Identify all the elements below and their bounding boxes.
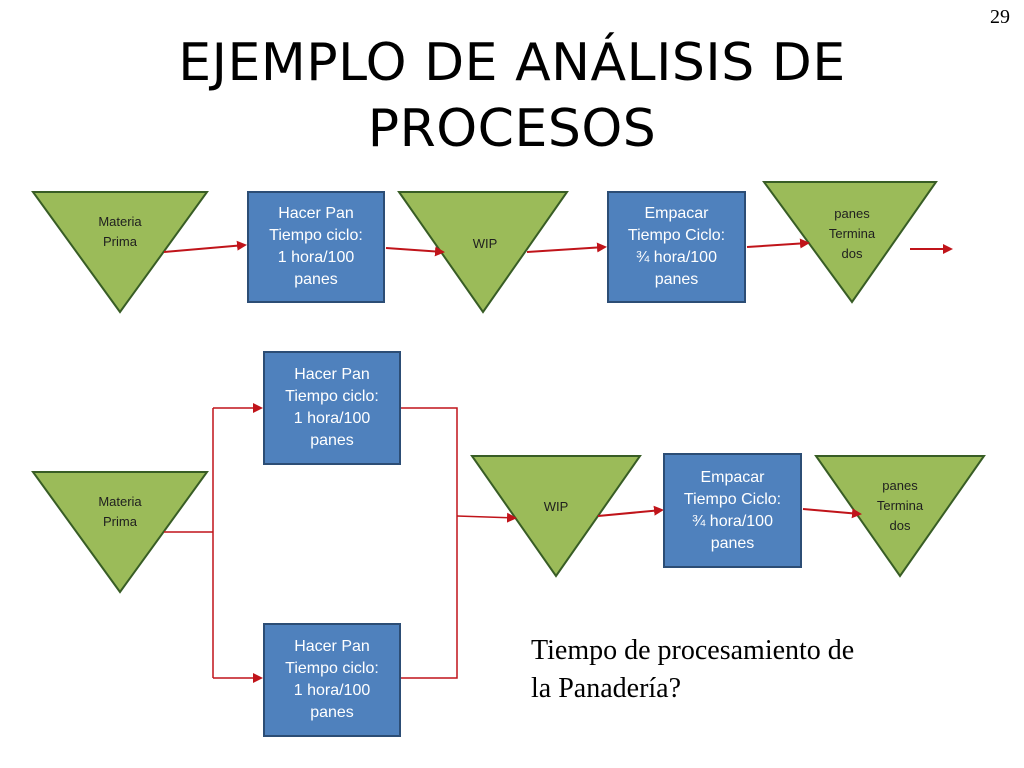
top-hacer-pan-line-3: 1 hora/100 [277,249,355,266]
bottom-empacar-box: Empacar Tiempo Ciclo: ¾ hora/100 panes [663,453,802,568]
bottom-arrow-wip-to-empacar [597,505,664,517]
top-arrow-empacar-to-terminados [746,238,810,249]
top-hacer-pan-line-2: Tiempo ciclo: [269,227,363,244]
bottom-materia-prima-triangle [31,471,209,594]
slide-title-line-1: EJEMPLO DE ANÁLISIS DE [178,33,846,93]
top-materia-prima-label: Materia Prima [80,212,160,252]
top-materia-prima-triangle [31,191,209,314]
bottom-terminados-line-2: Termina [876,498,924,513]
question-line-2: la Panadería? [531,673,682,704]
bottom-terminados-line-1: panes [882,478,918,493]
top-terminados-line-2: Termina [828,226,876,241]
bottom-hacer-pan-bottom-box: Hacer Pan Tiempo ciclo: 1 hora/100 panes [263,623,401,737]
bottom-hacer-pan-top-line-3: 1 hora/100 [293,410,371,427]
top-arrow-materia-to-hacer [163,240,247,253]
bottom-empacar-line-1: Empacar [700,468,765,486]
bottom-hacer-pan-bottom-line-2: Tiempo ciclo: [285,660,379,677]
top-empacar-line-1: Empacar [644,205,709,222]
bottom-materia-prima-label: Materia Prima [80,492,160,532]
bottom-empacar-line-4: panes [710,534,755,552]
bottom-hacer-pan-bottom-line-3: 1 hora/100 [293,682,371,699]
bottom-hacer-pan-bottom-line-1: Hacer Pan [294,638,370,655]
bottom-materia-prima-line-2: Prima [103,514,137,529]
bottom-hacer-pan-top-line-2: Tiempo ciclo: [285,388,379,405]
top-materia-prima-line-1: Materia [98,214,142,229]
top-empacar-line-2: Tiempo Ciclo: [627,227,726,244]
top-arrow-hacer-to-wip [385,246,445,257]
bottom-materia-prima-line-1: Materia [98,494,142,509]
merge-top-connector [401,407,458,679]
bottom-empacar-line-3: ¾ hora/100 [692,512,773,530]
top-hacer-pan-line-4: panes [294,271,338,288]
bottom-wip-label: WIP [543,499,569,514]
bottom-empacar-line-2: Tiempo Ciclo: [683,490,782,508]
top-hacer-pan-box: Hacer Pan Tiempo ciclo: 1 hora/100 panes [247,191,385,303]
slide-title-line-2: PROCESOS [367,99,657,159]
top-arrow-wip-to-empacar [526,242,607,253]
bottom-terminados-line-3: dos [889,518,911,533]
bottom-hacer-pan-top-line-1: Hacer Pan [294,366,370,383]
top-empacar-box: Empacar Tiempo Ciclo: ¾ hora/100 panes [607,191,746,303]
top-empacar-line-4: panes [654,271,699,288]
bottom-terminados-label: panes Termina dos [860,476,940,536]
bottom-hacer-pan-bottom-line-4: panes [310,704,354,721]
top-wip-label: WIP [472,236,498,251]
top-terminados-line-1: panes [834,206,870,221]
bottom-hacer-pan-top-box: Hacer Pan Tiempo ciclo: 1 hora/100 panes [263,351,401,465]
question-text: Tiempo de procesamiento de la Panadería? [531,632,951,708]
slide-number: 29 [990,6,1010,28]
top-terminados-line-3: dos [841,246,863,261]
top-hacer-pan-line-1: Hacer Pan [278,205,354,222]
bottom-arrow-empacar-to-terminados [802,508,862,519]
top-materia-prima-line-2: Prima [103,234,137,249]
slide-title: EJEMPLO DE ANÁLISIS DE PROCESOS [0,30,1024,162]
question-line-1: Tiempo de procesamiento de [531,635,855,666]
arrow-merge-to-wip [456,512,517,523]
top-terminados-label: panes Termina dos [812,204,892,264]
top-empacar-line-3: ¾ hora/100 [636,249,717,266]
bottom-hacer-pan-top-line-4: panes [310,432,354,449]
